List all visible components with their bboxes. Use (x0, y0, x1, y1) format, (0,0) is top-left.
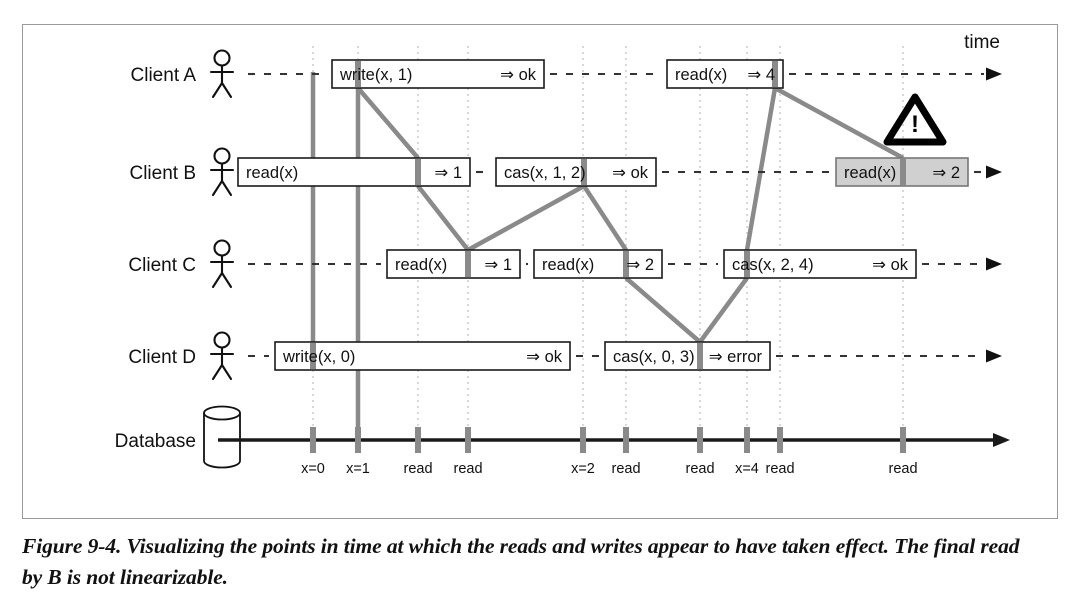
diagram-frame (22, 24, 1058, 519)
figure-caption: Figure 9-4. Visualizing the points in ti… (22, 534, 1020, 589)
